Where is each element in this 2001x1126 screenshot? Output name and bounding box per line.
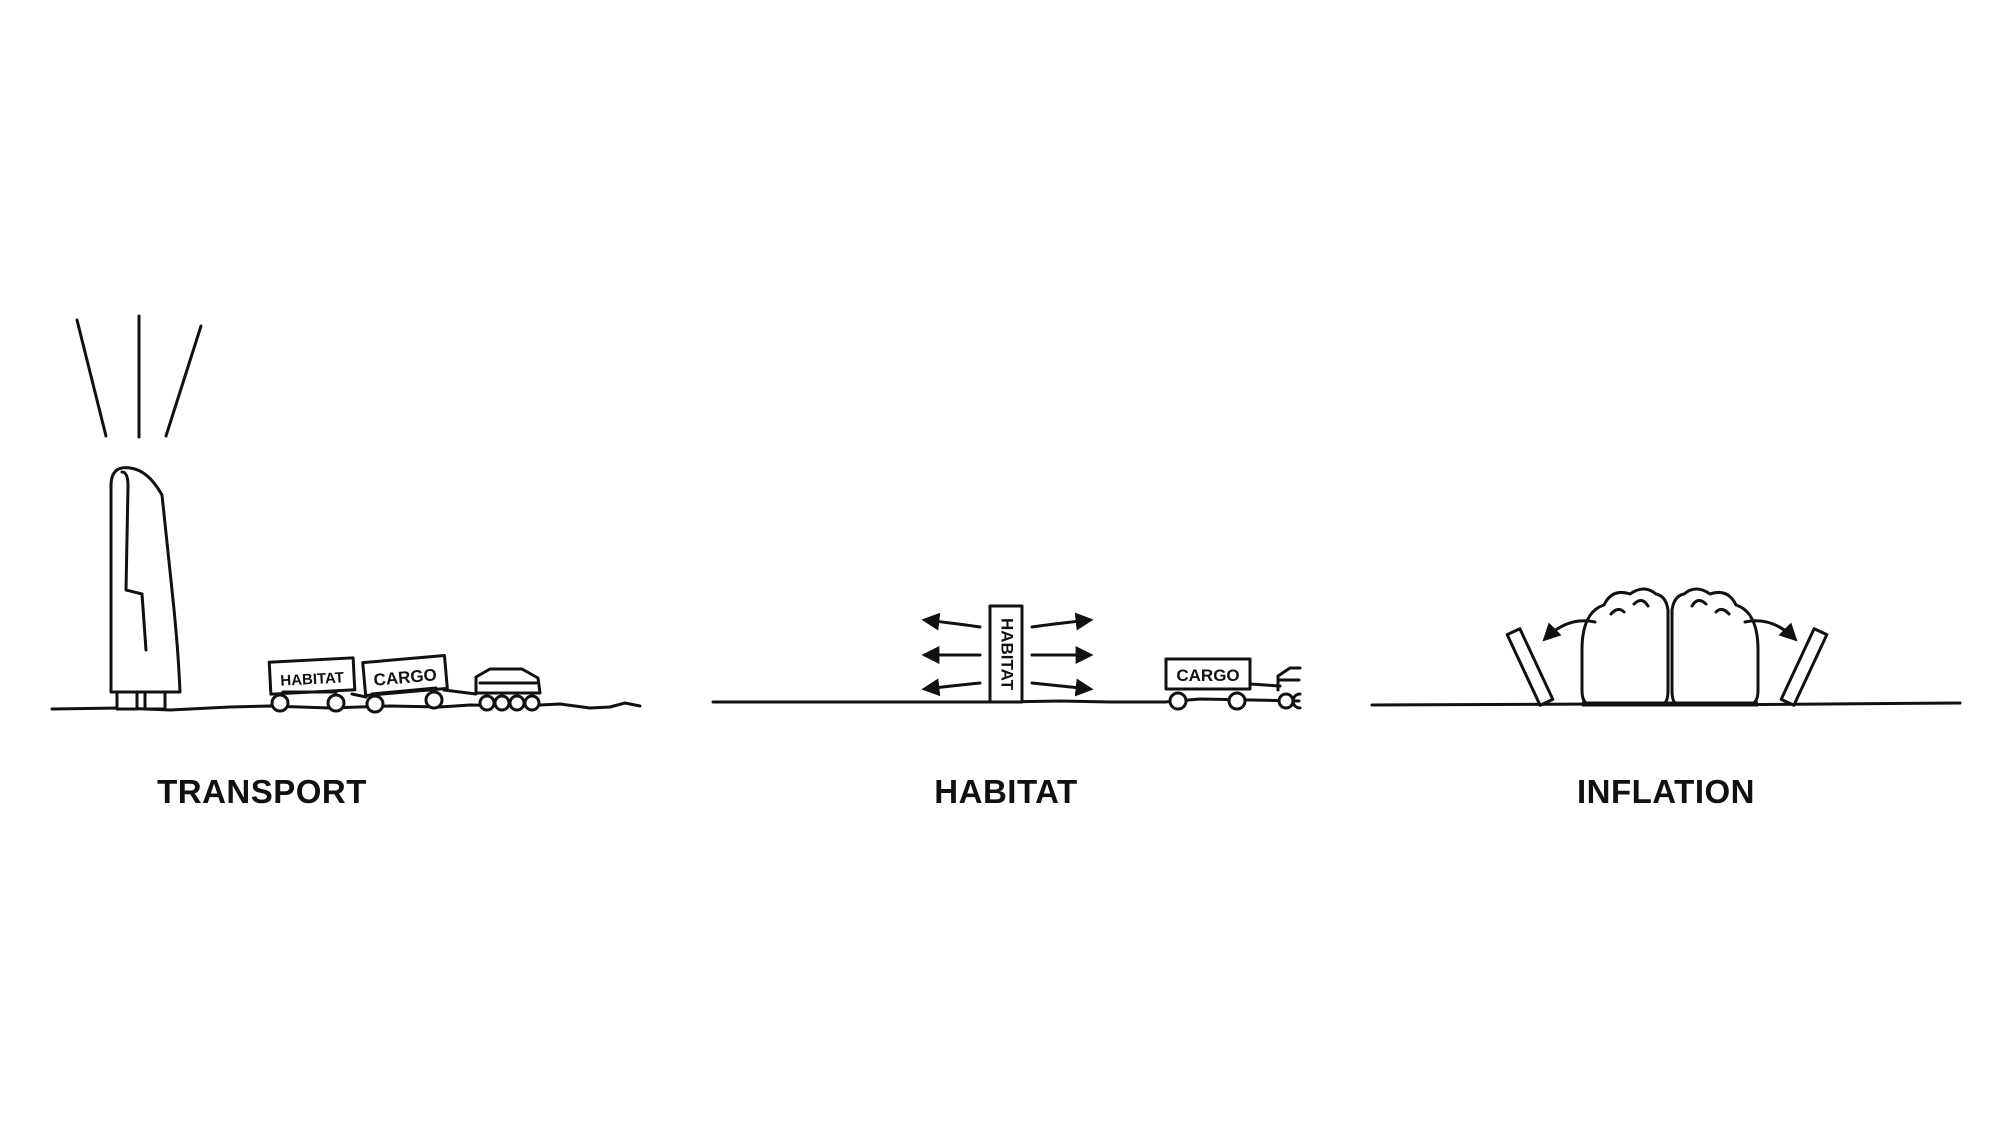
panel-doors — [1505, 627, 1829, 707]
rocket-icon — [109, 466, 182, 711]
ground-line — [50, 701, 642, 712]
panel-inflation: INFLATION — [1370, 587, 1962, 810]
rover-icon — [474, 667, 542, 712]
inflatable-habitat-icon — [1580, 587, 1760, 707]
habitat-module-label: HABITAT — [998, 618, 1017, 691]
cargo-trailer-label: CARGO — [1176, 666, 1239, 685]
caption-inflation: INFLATION — [1577, 773, 1755, 810]
exhaust-lines — [75, 314, 203, 439]
cargo-trailer: CARGO — [1164, 657, 1282, 711]
caption-transport: TRANSPORT — [157, 773, 367, 810]
cargo-trailer: CARGO — [361, 653, 478, 714]
habitat-trailer-label: HABITAT — [280, 669, 344, 689]
panel-transport: HABITAT CARGO TRANSPORT — [50, 314, 642, 810]
rotation-arrows — [1542, 619, 1798, 642]
habitat-trailer: HABITAT — [267, 656, 368, 713]
panel-habitat: HABITAT CARGO HABITAT — [711, 604, 1302, 810]
habitat-module: HABITAT — [988, 604, 1024, 704]
expansion-arrows — [921, 612, 1094, 697]
rover-icon — [1276, 666, 1302, 710]
caption-habitat: HABITAT — [934, 773, 1077, 810]
